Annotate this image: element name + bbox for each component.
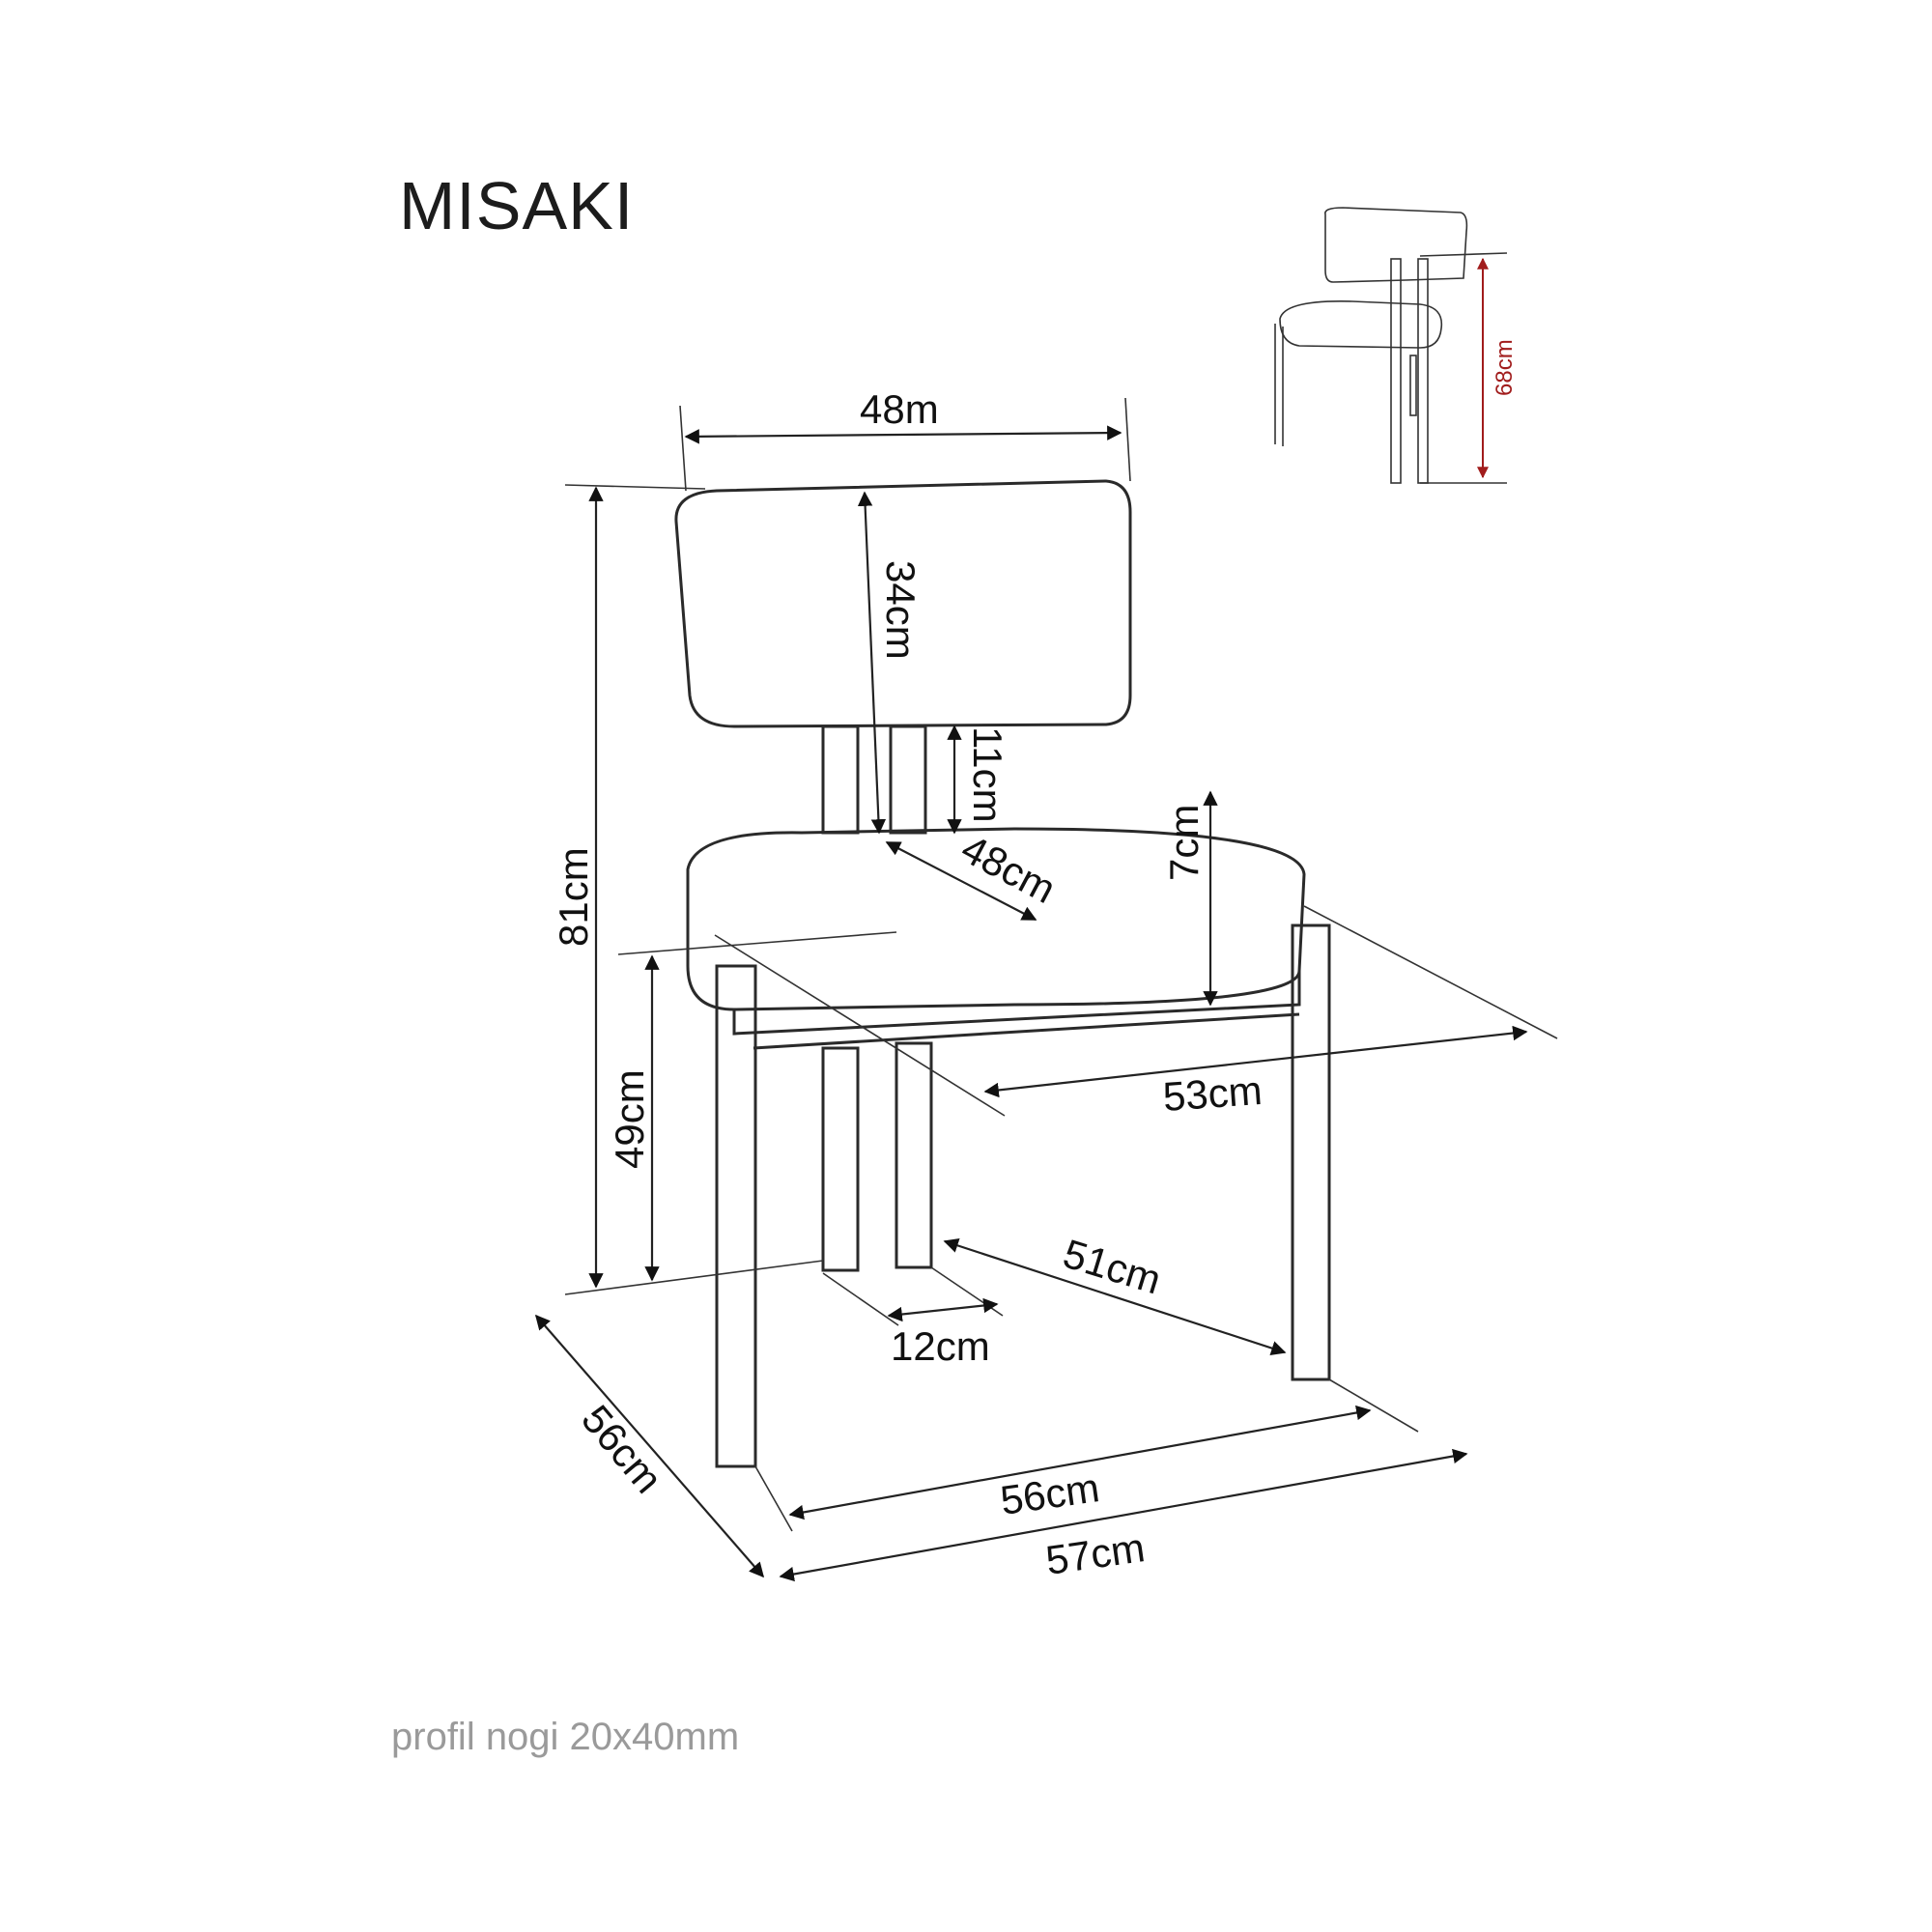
- label-seat-depth: 48cm: [954, 825, 1064, 912]
- backrest: [674, 479, 1132, 728]
- leg-front-left: [715, 964, 757, 1468]
- seat-cushion: [686, 827, 1306, 1011]
- leg-front-right: [1291, 923, 1331, 1381]
- label-seat-thickness: 7cm: [1161, 805, 1207, 881]
- dimension-lines: [534, 397, 1558, 1582]
- label-front-width: 56cm: [998, 1464, 1102, 1523]
- label-leg-spacing-side: 51cm: [1058, 1231, 1166, 1303]
- label-overall-width: 57cm: [1043, 1524, 1148, 1583]
- back-post-left: [821, 724, 860, 835]
- label-backrest-width: 48m: [860, 386, 939, 432]
- label-leg-gap: 12cm: [891, 1323, 990, 1369]
- label-back-gap: 11cm: [965, 726, 1010, 823]
- side-view-thumbnail: 68cm: [1274, 207, 1518, 484]
- label-thumbnail-height: 68cm: [1492, 339, 1518, 396]
- leg-profile-note: profil nogi 20x40mm: [391, 1716, 740, 1758]
- chair-drawing: [674, 479, 1331, 1468]
- label-backrest-height: 34cm: [878, 560, 923, 660]
- leg-back-left: [821, 1046, 860, 1272]
- leg-back-right: [895, 1041, 933, 1269]
- label-seat-width: 53cm: [1161, 1067, 1264, 1120]
- seat-frame: [732, 971, 1301, 1036]
- back-post-right: [889, 724, 927, 835]
- product-title: MISAKI: [399, 168, 635, 243]
- label-depth: 56cm: [573, 1397, 671, 1502]
- label-seat-height: 49cm: [607, 1069, 652, 1169]
- label-total-height: 81cm: [551, 847, 596, 947]
